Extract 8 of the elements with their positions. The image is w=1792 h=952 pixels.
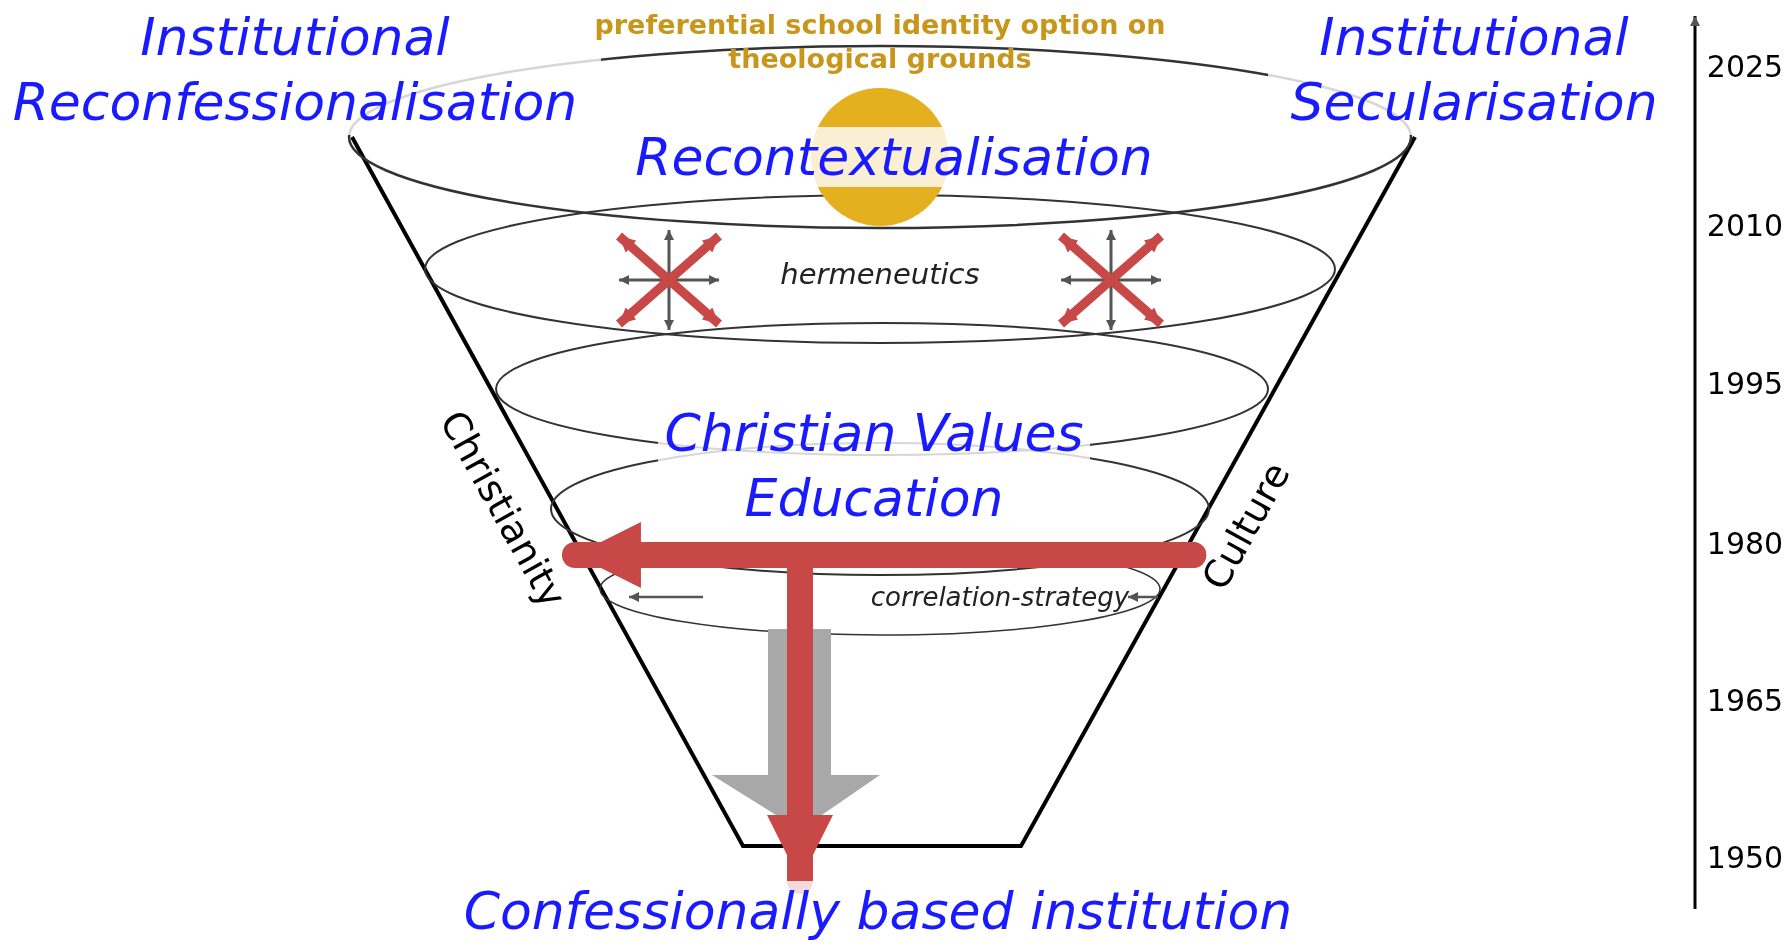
ring-label: correlation-strategy (870, 582, 1130, 612)
year-label: 2025 (1706, 48, 1784, 84)
year-label: 1995 (1706, 365, 1784, 401)
year-label: 1950 (1706, 839, 1784, 875)
year-label: 1980 (1706, 525, 1784, 561)
year-label: 1965 (1706, 682, 1784, 718)
ring-label: hermeneutics (780, 257, 980, 291)
year-label: 2010 (1706, 207, 1784, 243)
